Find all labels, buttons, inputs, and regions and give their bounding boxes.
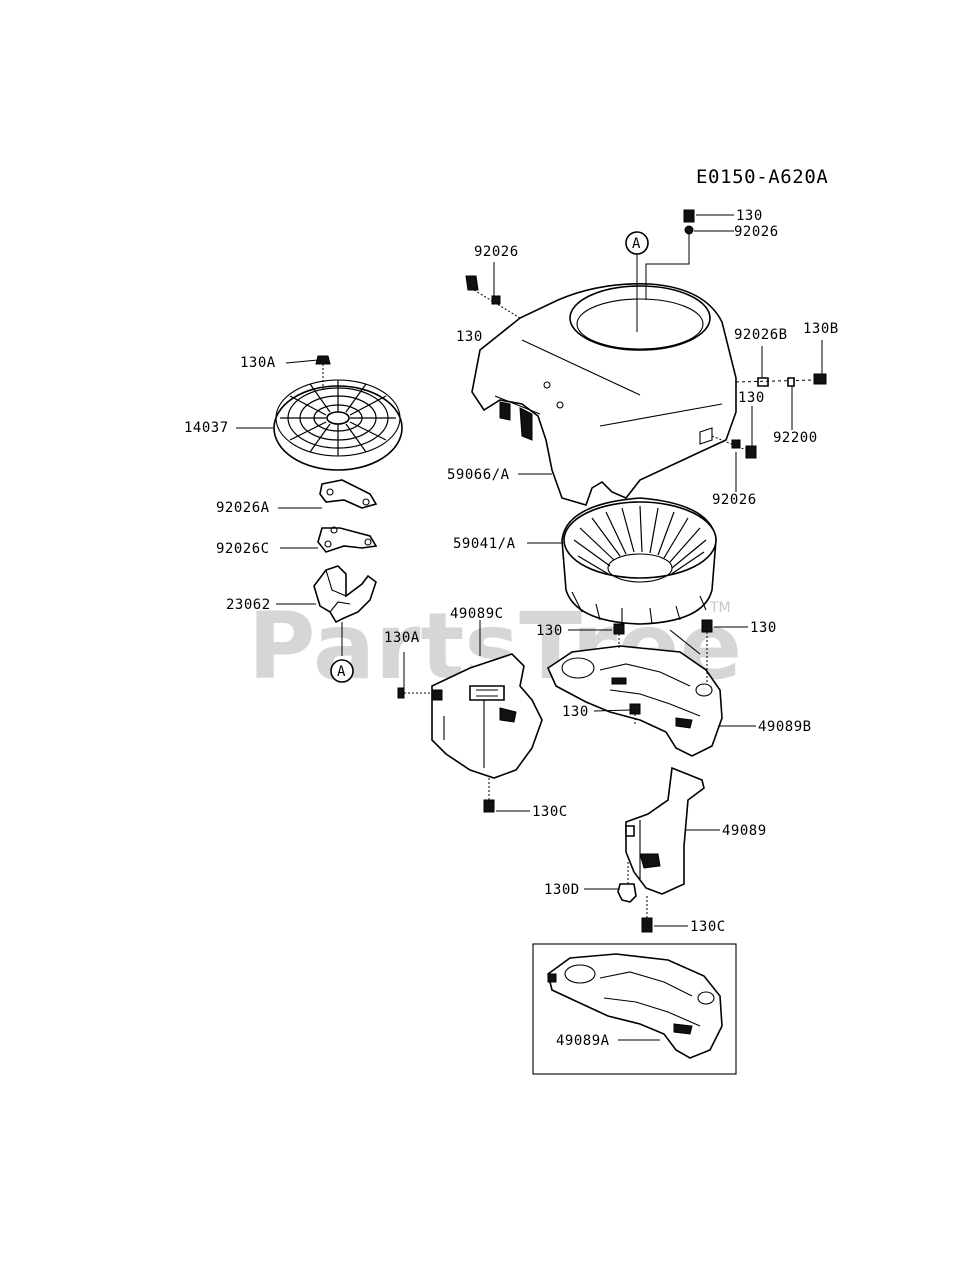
label-92200: 92200 <box>773 430 818 446</box>
bracket-23062[interactable] <box>313 565 377 656</box>
plate-92026c[interactable] <box>317 526 378 553</box>
spacer-92200[interactable] <box>787 377 795 387</box>
bolt-130-base-mid[interactable] <box>629 703 641 724</box>
bolt-130a-mid[interactable] <box>397 687 432 699</box>
label-130-base-mid: 130 <box>562 704 589 720</box>
bolt-130-base-right[interactable] <box>701 619 713 684</box>
label-23062: 23062 <box>226 597 271 613</box>
washer-92026-bottom[interactable] <box>731 439 741 449</box>
bolt-130d[interactable] <box>617 862 637 903</box>
label-49089a: 49089A <box>556 1033 610 1049</box>
label-130a-top: 130A <box>240 355 276 371</box>
watermark-trademark: TM <box>709 600 731 616</box>
plate-92026a[interactable] <box>319 479 378 509</box>
label-130c-right: 130C <box>690 919 726 935</box>
label-130-right: 130 <box>738 390 765 406</box>
grille-screen-14037[interactable] <box>273 379 403 471</box>
label-49089b: 49089B <box>758 719 812 735</box>
label-130-base-right: 130 <box>750 620 777 636</box>
bolt-130-right[interactable] <box>711 435 757 459</box>
label-14037: 14037 <box>184 420 229 436</box>
label-130a-mid: 130A <box>384 630 420 646</box>
cover-49089[interactable] <box>625 766 705 895</box>
bolt-130-base-left[interactable] <box>613 623 625 648</box>
base-plate-49089b[interactable] <box>546 629 723 757</box>
fan-housing-59066a[interactable] <box>471 283 737 506</box>
label-130-top: 130 <box>736 208 763 224</box>
label-59041a: 59041/A <box>453 536 516 552</box>
bolt-130-top[interactable] <box>683 209 695 223</box>
label-92026b: 92026B <box>734 327 788 343</box>
label-130c-left: 130C <box>532 804 568 820</box>
washer-92026-left[interactable] <box>491 295 501 305</box>
label-130d: 130D <box>544 882 580 898</box>
bolt-130b[interactable] <box>735 373 827 385</box>
diagram-code: E0150-A620A <box>696 166 828 188</box>
label-49089: 49089 <box>722 823 767 839</box>
callout-a-top: A <box>625 231 649 332</box>
bolt-130c-left[interactable] <box>483 778 495 813</box>
label-59066a: 59066/A <box>447 467 510 483</box>
cover-49089c[interactable] <box>431 653 543 779</box>
part-labels: 130 92026 92026 130 92026B 130B 130 9220… <box>184 208 839 1049</box>
bolt-130-left[interactable] <box>465 275 521 319</box>
label-92026c: 92026C <box>216 541 270 557</box>
bolt-130a-top[interactable] <box>315 355 331 392</box>
label-92026a: 92026A <box>216 500 270 516</box>
flywheel-59041a[interactable] <box>561 497 717 625</box>
label-92026-left: 92026 <box>474 244 519 260</box>
callout-a-left: A <box>330 659 354 683</box>
svg-text:A: A <box>632 236 641 252</box>
base-plate-49089a[interactable] <box>547 953 723 1059</box>
label-130-base-left: 130 <box>536 623 563 639</box>
washer-92026b[interactable] <box>757 377 769 387</box>
leader-lines <box>236 214 823 1041</box>
label-130b: 130B <box>803 321 839 337</box>
label-92026-top: 92026 <box>734 224 779 240</box>
label-92026-bottom: 92026 <box>712 492 757 508</box>
label-130-left: 130 <box>456 329 483 345</box>
bolt-130c-right[interactable] <box>641 896 653 933</box>
inset-frame <box>532 943 737 1075</box>
washer-92026-top[interactable] <box>684 225 694 235</box>
label-49089c: 49089C <box>450 606 504 622</box>
svg-text:A: A <box>337 664 346 680</box>
